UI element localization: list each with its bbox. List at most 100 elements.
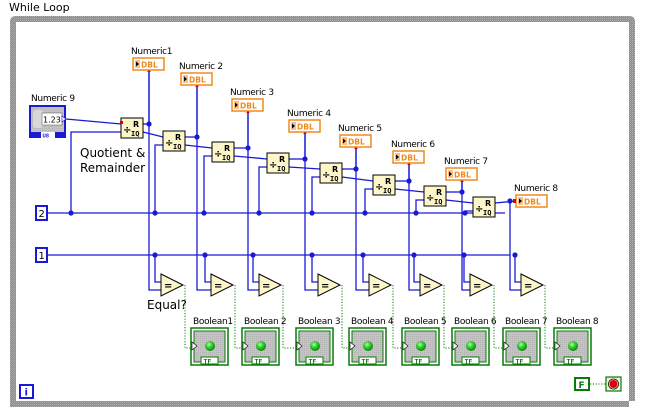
numeric-9-control[interactable]: Numeric 9 1.23 U8 xyxy=(29,94,76,140)
boolean-indicator[interactable]: Boolean 8 TF xyxy=(553,317,599,366)
boolean-indicator-label: Boolean 3 xyxy=(298,317,340,327)
equal-comparator[interactable]: = xyxy=(520,273,545,297)
numeric-indicator-label: Numeric 7 xyxy=(444,157,488,167)
boolean-indicator-label: Boolean 7 xyxy=(505,317,547,327)
equal-comparator[interactable]: = xyxy=(160,273,185,297)
led-icon xyxy=(310,341,320,351)
quotient-terminal: IQ xyxy=(330,175,338,183)
compare-constant[interactable]: 1 xyxy=(35,247,48,263)
divide-symbol: ÷ xyxy=(269,160,277,171)
tf-type-label: TF xyxy=(415,357,423,365)
boolean-indicator[interactable]: Boolean 6TF xyxy=(451,317,497,366)
dbl-type-label: DBL xyxy=(401,154,418,163)
false-constant[interactable]: F xyxy=(574,377,590,391)
quotient-terminal: IQ xyxy=(483,209,491,217)
tf-type-label: TF xyxy=(255,357,263,365)
boolean-indicator-label: Boolean1 xyxy=(193,317,233,327)
led-icon xyxy=(466,341,476,351)
comment-line-1: Quotient & xyxy=(80,146,145,160)
iteration-label: i xyxy=(25,388,28,399)
tf-type-label: TF xyxy=(309,357,317,365)
quotient-remainder-node[interactable]: ÷RIQ xyxy=(423,185,447,207)
quotient-terminal: IQ xyxy=(277,165,285,173)
equal-comparator[interactable]: = xyxy=(419,273,444,297)
divide-symbol: ÷ xyxy=(214,149,222,160)
quotient-remainder-node[interactable]: ÷RIQ xyxy=(319,162,343,184)
numeric-indicator[interactable]: Numeric 6 DBL xyxy=(391,140,436,165)
dbl-type-label: DBL xyxy=(141,61,158,70)
comment-line-2: Remainder xyxy=(80,161,145,175)
quotient-remainder-node[interactable]: ÷RIQ xyxy=(162,130,186,152)
divide-symbol: ÷ xyxy=(375,182,383,193)
boolean-indicator-label: Boolean 4 xyxy=(351,317,394,327)
remainder-terminal: R xyxy=(224,144,230,153)
boolean-indicator[interactable]: Boolean 7 TF xyxy=(502,317,548,366)
numeric-indicator-label: Numeric1 xyxy=(131,47,172,57)
boolean-indicator[interactable]: Boolean 4TF xyxy=(348,317,394,366)
led-icon xyxy=(568,341,578,351)
numeric-9-value: 1.23 xyxy=(43,116,61,125)
divide-symbol: ÷ xyxy=(475,204,483,215)
equal-symbol: = xyxy=(262,281,270,292)
false-label: F xyxy=(579,381,585,391)
equal-comparator[interactable]: = xyxy=(469,273,494,297)
quotient-remainder-node[interactable]: ÷RIQ xyxy=(372,174,396,196)
tf-type-label: TF xyxy=(567,357,575,365)
quotient-terminal: IQ xyxy=(434,198,442,206)
quotient-remainder-node[interactable]: ÷RIQ xyxy=(211,141,235,163)
boolean-indicator[interactable]: Boolean 5TF xyxy=(401,317,447,366)
remainder-terminal: R xyxy=(175,133,181,142)
quotient-terminal: IQ xyxy=(222,154,230,162)
remainder-terminal: R xyxy=(279,155,285,164)
quotient-terminal: IQ xyxy=(131,130,139,138)
divisor-value: 2 xyxy=(39,209,45,220)
equal-comparator[interactable]: = xyxy=(317,273,342,297)
quotient-terminal: IQ xyxy=(173,143,181,151)
divisor-constant[interactable]: 2 xyxy=(35,205,48,221)
boolean-indicator[interactable]: Boolean 3 TF xyxy=(295,317,341,366)
tf-type-label: TF xyxy=(516,357,524,365)
led-icon xyxy=(205,341,215,351)
tf-type-label: TF xyxy=(204,357,212,365)
remainder-terminal: R xyxy=(385,177,391,186)
dbl-type-label: DBL xyxy=(454,171,471,180)
quotient-remainder-node[interactable]: ÷RIQ xyxy=(472,196,496,218)
remainder-terminal: R xyxy=(485,199,491,208)
dbl-type-label: DBL xyxy=(348,138,365,147)
equal-symbol: = xyxy=(164,281,172,292)
equal-symbol: = xyxy=(214,281,222,292)
stop-if-true-icon[interactable] xyxy=(605,376,622,392)
numeric-indicator-label: Numeric 6 xyxy=(391,140,435,150)
numeric-indicator[interactable]: Numeric 7 DBL xyxy=(444,157,488,182)
dbl-type-label: DBL xyxy=(524,198,541,207)
remainder-terminal: R xyxy=(332,165,338,174)
equal-label: Equal? xyxy=(147,298,187,312)
quotient-remainder-node[interactable]: ÷RIQ xyxy=(266,152,290,174)
equal-symbol: = xyxy=(372,281,380,292)
boolean-indicator-label: Boolean 2 xyxy=(244,317,286,327)
boolean-indicator-label: Boolean 6 xyxy=(454,317,497,327)
equal-comparator[interactable]: = xyxy=(258,273,283,297)
divide-symbol: ÷ xyxy=(123,125,131,136)
dbl-type-label: DBL xyxy=(297,123,314,132)
led-icon xyxy=(416,341,426,351)
boolean-indicator-label: Boolean 8 xyxy=(556,317,599,327)
iteration-terminal: i xyxy=(19,384,34,399)
equal-comparator[interactable]: = xyxy=(210,273,235,297)
equal-comparator[interactable]: = xyxy=(368,273,393,297)
quotient-remainder-node[interactable]: ÷RIQ xyxy=(120,117,144,139)
equal-symbol: = xyxy=(524,281,532,292)
equal-symbol: = xyxy=(321,281,329,292)
numeric-indicator-label: Numeric 2 xyxy=(179,62,223,72)
boolean-indicator[interactable]: Boolean 2 TF xyxy=(241,317,287,366)
numeric-9-label: Numeric 9 xyxy=(31,94,75,104)
while-loop-label: While Loop xyxy=(9,1,70,14)
dbl-type-label: DBL xyxy=(240,102,257,111)
